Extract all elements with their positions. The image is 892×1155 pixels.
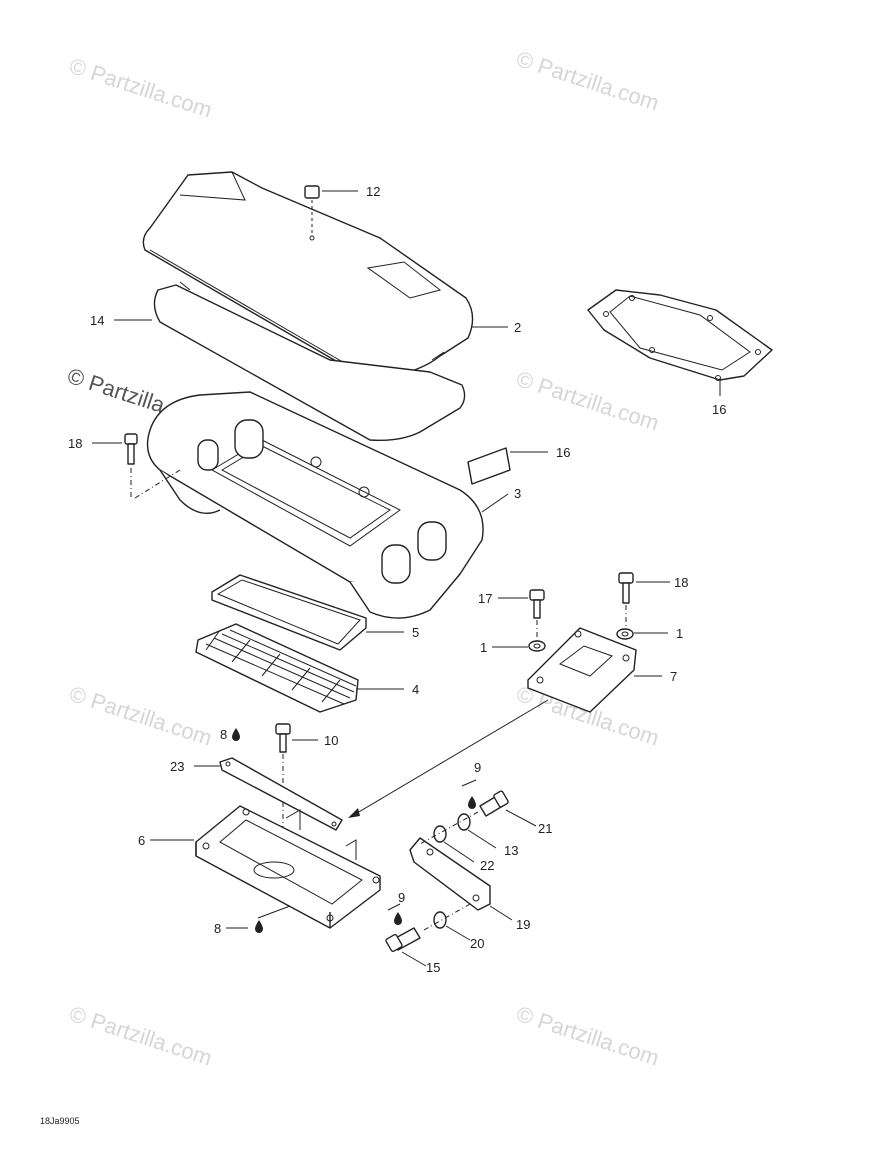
callout-21[interactable]: 21 (538, 821, 552, 836)
part-washer-1a[interactable] (528, 640, 546, 652)
part-gasket-5[interactable] (211, 574, 367, 651)
callout-13[interactable]: 13 (504, 843, 518, 858)
part-gasket-large[interactable] (153, 284, 466, 442)
callout-7[interactable]: 7 (670, 669, 677, 684)
part-screw-10[interactable] (275, 723, 291, 862)
callouts: 12 14 2 18 16 3 16 5 4 17 18 1 1 7 8 10 … (68, 184, 726, 975)
callout-5[interactable]: 5 (412, 625, 419, 640)
callout-22[interactable]: 22 (480, 858, 494, 873)
part-adapter-6[interactable] (195, 805, 381, 929)
callout-19[interactable]: 15 (426, 960, 440, 975)
callout-8b[interactable]: 8 (214, 921, 221, 936)
callout-18[interactable]: 19 (516, 917, 530, 932)
watermark: © Partzilla.com (66, 53, 215, 123)
watermark: © Partzilla.com (513, 1001, 662, 1071)
part-screw-16a[interactable] (529, 589, 545, 642)
part-bolt-21[interactable] (479, 790, 509, 817)
part-plug[interactable] (304, 185, 320, 236)
callout-10[interactable]: 10 (324, 733, 338, 748)
callout-23[interactable]: 23 (170, 759, 184, 774)
callout-16a[interactable]: 17 (478, 591, 492, 606)
callout-9b[interactable]: 9 (398, 890, 405, 905)
callout-12[interactable]: 14 (90, 313, 104, 328)
part-bolt-19[interactable] (385, 927, 421, 953)
part-washer-1b[interactable] (616, 628, 634, 640)
part-gasket-rect[interactable] (587, 289, 773, 381)
part-screen[interactable] (195, 623, 359, 713)
part-washer-20[interactable] (433, 911, 447, 929)
part-silencer-base[interactable] (146, 391, 484, 619)
part-clip[interactable] (467, 447, 511, 485)
callout-2[interactable]: 2 (514, 320, 521, 335)
callout-8a[interactable]: 8 (220, 727, 227, 742)
watermark: © Partzilla.com (66, 681, 215, 751)
part-bracket-7[interactable] (527, 627, 637, 713)
callout-16b[interactable]: 18 (674, 575, 688, 590)
callout-20[interactable]: 20 (470, 936, 484, 951)
watermark: © Partzilla.com (513, 366, 662, 436)
part-screw-16b[interactable] (618, 572, 634, 628)
leader-lines (92, 190, 721, 967)
callout-1a[interactable]: 1 (480, 640, 487, 655)
watermark: © Partzilla.com (66, 1001, 215, 1071)
part-bracket-18[interactable] (409, 837, 491, 911)
arrow-leader (348, 699, 549, 818)
drop-icon (232, 728, 240, 741)
drop-icon (394, 912, 402, 925)
callout-4[interactable]: 4 (412, 682, 419, 697)
callout-14[interactable]: 16 (556, 445, 570, 460)
watermark: © Partzilla.com (513, 46, 662, 116)
callout-3[interactable]: 3 (514, 486, 521, 501)
callout-9a[interactable]: 9 (474, 760, 481, 775)
drop-icon (468, 796, 476, 809)
part-gasket-23[interactable] (219, 757, 343, 831)
part-screw-17[interactable] (124, 433, 181, 499)
part-cover[interactable] (142, 171, 474, 377)
drop-icon (255, 920, 263, 933)
diagram-reference: 18Ja9905 (40, 1116, 80, 1126)
part-washer-22[interactable] (433, 825, 447, 843)
callout-11[interactable]: 12 (366, 184, 380, 199)
callout-6[interactable]: 6 (138, 833, 145, 848)
callout-17[interactable]: 18 (68, 436, 82, 451)
callout-15[interactable]: 16 (712, 402, 726, 417)
callout-1b[interactable]: 1 (676, 626, 683, 641)
